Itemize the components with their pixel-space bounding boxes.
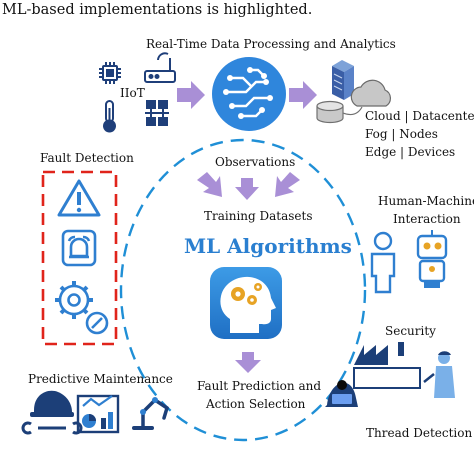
fault-detection-box	[41, 170, 118, 346]
arrow-processing-to-cloud	[289, 81, 317, 109]
servers-icon	[332, 60, 354, 100]
chip-icon	[99, 62, 121, 84]
infrastructure-edge-label: Edge | Devices	[365, 145, 456, 159]
hmi-label-line1: Human-Machine	[378, 194, 474, 208]
security-label: Security	[385, 324, 436, 338]
cloud-connector	[342, 106, 363, 116]
hmi-label-line2: Interaction	[393, 212, 461, 226]
fault-prediction-label-line2: Action Selection	[206, 397, 306, 411]
dashboard-icon	[76, 394, 120, 434]
robot-icon	[416, 230, 448, 288]
realtime-processing-label: Real-Time Data Processing and Analytics	[146, 37, 396, 51]
router-icon	[144, 52, 176, 83]
thread-detection-label: Thread Detection	[366, 426, 473, 440]
training-datasets-label: Training Datasets	[204, 209, 313, 223]
alarm-icon	[61, 229, 97, 267]
fault-detection-label: Fault Detection	[40, 151, 134, 165]
person-icon	[370, 231, 396, 294]
arrow-to-prediction	[235, 352, 261, 373]
factory-icon	[353, 342, 421, 389]
iiot-label: IIoT	[120, 86, 145, 100]
infrastructure-fog-label: Fog | Nodes	[365, 127, 438, 141]
gear-wrench-icon	[55, 281, 109, 335]
warning-icon	[57, 179, 101, 217]
ml-cycle-ellipse	[119, 138, 367, 442]
infrastructure-cloud-label: Cloud | Datacenters	[365, 109, 474, 123]
robot-arm-icon	[132, 397, 169, 430]
cloud-icon	[350, 79, 391, 107]
network-icon	[145, 100, 169, 126]
observations-label: Observations	[215, 155, 296, 169]
thermometer-icon	[103, 100, 116, 133]
helmet-icon	[30, 390, 74, 417]
predictive-maintenance-label: Predictive Maintenance	[28, 372, 173, 386]
hacker-icon	[325, 380, 358, 407]
arrow-iiot-to-processing	[177, 81, 205, 109]
header-text: ML-based implementations is highlighted.	[2, 2, 313, 18]
circuit-brain-icon	[212, 57, 286, 131]
fault-prediction-label-line1: Fault Prediction and	[197, 379, 322, 393]
engineer-icon	[423, 351, 455, 398]
ml-algorithms-title: ML Algorithms	[184, 234, 352, 258]
observations-arrows	[197, 172, 300, 373]
brain-gears-icon	[210, 267, 282, 339]
wrench-icon	[21, 421, 83, 435]
database-icon	[316, 100, 344, 124]
